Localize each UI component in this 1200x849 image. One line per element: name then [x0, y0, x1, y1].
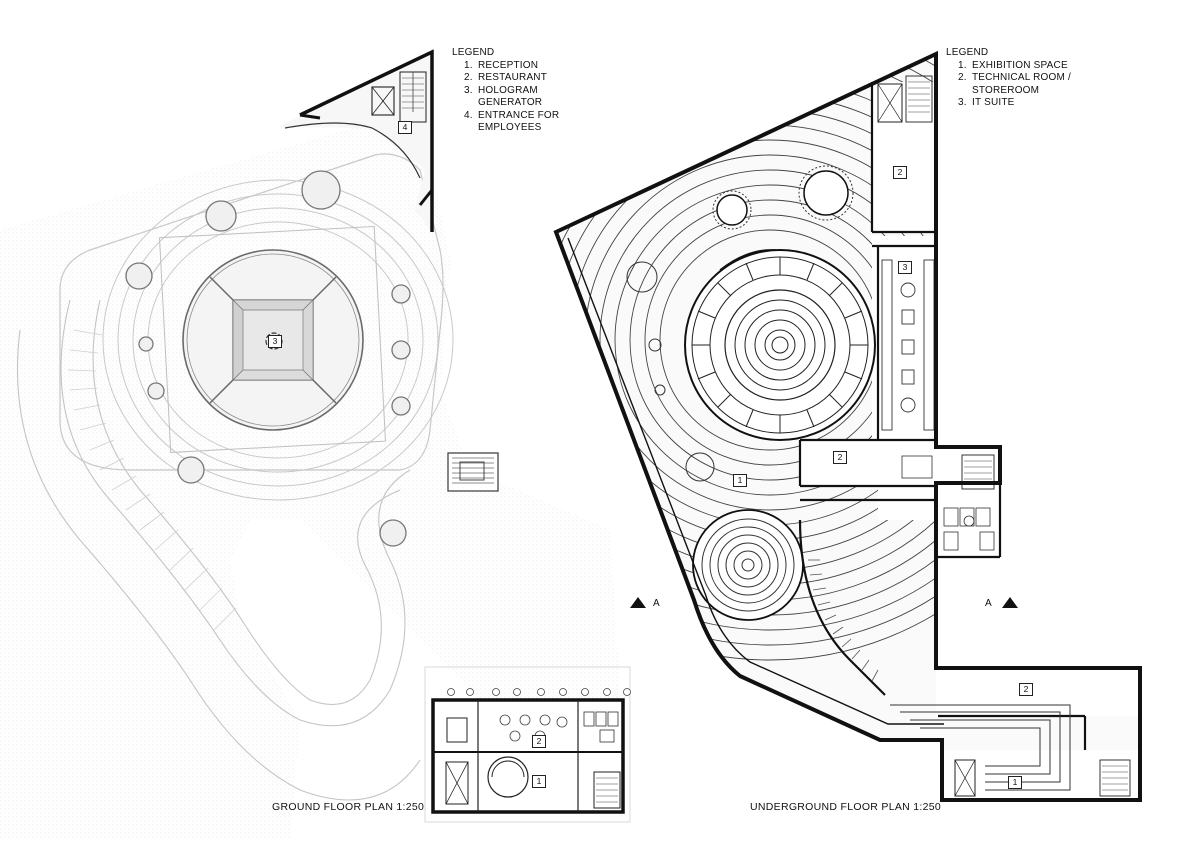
stair-north [877, 75, 933, 123]
round-table-2 [798, 165, 854, 221]
section-marker-underground [1002, 597, 1018, 608]
spiral-disc [692, 509, 804, 621]
room-tag-restaurant: 2 [532, 735, 546, 748]
legend-underground-floor: LEGEND 1. EXHIBITION SPACE 2. TECHNICAL RO… [946, 47, 1092, 110]
stair-south [954, 759, 1131, 797]
legend-number: 2. [958, 72, 967, 83]
legend-text: EXHIBITION SPACE [972, 59, 1068, 71]
lower-ramp [798, 519, 886, 696]
room-tag-exhibition: 1 [733, 474, 747, 487]
legend-item: 3. IT SUITE [946, 97, 1092, 110]
employee-entrance-building [278, 49, 434, 232]
legend-list: 1. RECEPTION 2. RESTAURANT 3. HOLOGRAM GENE… [452, 60, 573, 135]
east-stair [447, 452, 499, 492]
pavilion-frame [158, 225, 386, 453]
legend-item: 1. RECEPTION [452, 60, 573, 73]
it-suite-desks [881, 259, 935, 431]
legend-item: 2. RESTAURANT [452, 72, 573, 85]
toilets [901, 455, 995, 551]
auditorium [684, 249, 876, 441]
section-label-ground: A [653, 598, 660, 609]
room-tag-exhibition-south: 1 [1008, 776, 1022, 789]
room-tag-it-suite: 3 [898, 261, 912, 274]
room-tag-hologram: 3 [268, 335, 282, 348]
legend-item: 1. EXHIBITION SPACE [946, 60, 1092, 73]
legend-text: RECEPTION [478, 59, 539, 71]
legend-title: LEGEND [452, 47, 495, 58]
room-tag-technical-north: 2 [893, 166, 907, 179]
room-tag-reception: 1 [532, 775, 546, 788]
legend-number: 1. [464, 59, 473, 71]
interior-walls [798, 82, 1087, 750]
legend-text: IT SUITE [972, 97, 1015, 108]
underground-outline-fill [556, 54, 1140, 800]
legend-text: TECHNICAL ROOM / STOREROOM [972, 72, 1071, 96]
reception-building [424, 666, 631, 823]
ground-floor-plan [0, 49, 646, 840]
south-ramp [890, 704, 1071, 791]
legend-number: 4. [464, 109, 473, 121]
legend-title: LEGEND [946, 47, 989, 58]
legend-item: 4. ENTRANCE FOR EMPLOYEES [452, 110, 573, 135]
legend-item: 3. HOLOGRAM GENERATOR [452, 85, 573, 110]
room-tag-technical-south: 2 [1019, 683, 1033, 696]
section-marker-ground [630, 597, 646, 608]
site-columns [125, 170, 411, 547]
legend-ground-floor: LEGEND 1. RECEPTION 2. RESTAURANT 3. HOLOGR… [452, 47, 573, 135]
site-terrain [0, 120, 620, 840]
path-steps [67, 329, 237, 631]
exhibit-pods [626, 261, 715, 482]
ground-floor-title: GROUND FLOOR PLAN 1:250 [272, 801, 425, 813]
room-tag-employee-entrance: 4 [398, 121, 412, 134]
legend-number: 1. [958, 59, 967, 71]
legend-number: 3. [958, 97, 967, 108]
site-platform [59, 153, 444, 471]
legend-text: RESTAURANT [478, 72, 548, 83]
underground-floor-title: UNDERGROUND FLOOR PLAN 1:250 [750, 801, 942, 813]
legend-number: 3. [464, 84, 473, 96]
section-label-underground: A [985, 598, 992, 609]
legend-text: HOLOGRAM GENERATOR [478, 84, 543, 109]
legend-text: ENTRANCE FOR EMPLOYEES [478, 109, 560, 134]
underground-outer-wall [553, 50, 1142, 802]
round-table-1 [712, 190, 752, 230]
legend-item: 2. TECHNICAL ROOM / STOREROOM [946, 72, 1092, 97]
terrace-seating [447, 688, 631, 696]
winding-path [16, 299, 421, 801]
room-tag-technical-center: 2 [833, 451, 847, 464]
legend-list: 1. EXHIBITION SPACE 2. TECHNICAL ROOM / ST… [946, 60, 1092, 110]
ramp-steps [808, 559, 879, 682]
legend-number: 2. [464, 72, 473, 83]
